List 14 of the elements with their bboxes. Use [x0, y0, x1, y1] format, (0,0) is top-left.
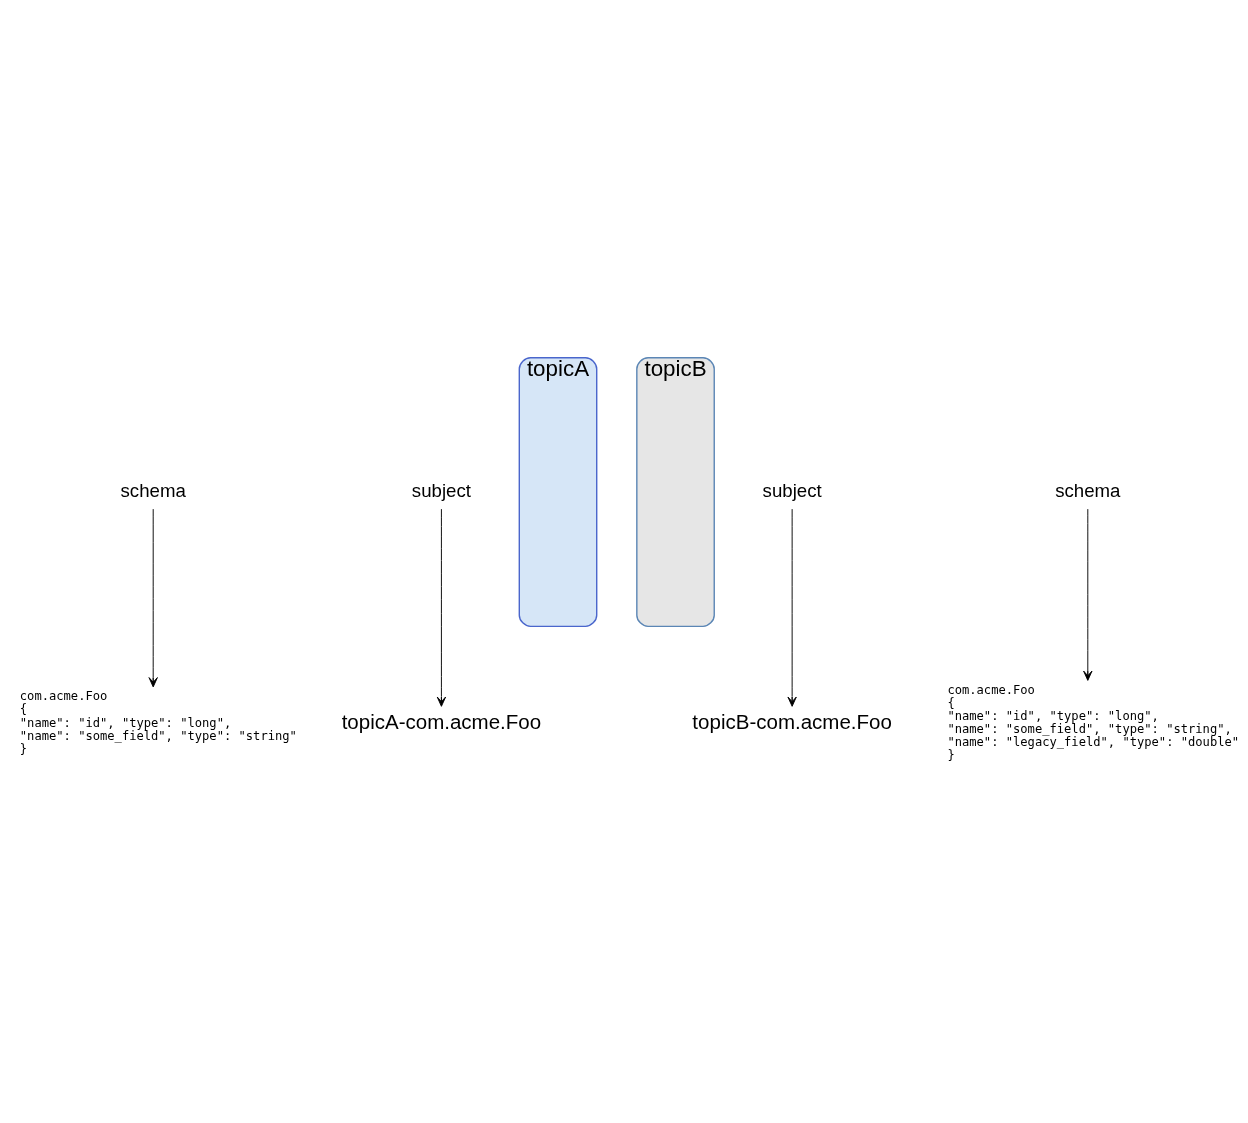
node-text: schema [120, 479, 186, 501]
node-text: topicA-com.acme.Foo [341, 709, 542, 733]
node-text: subject [762, 479, 822, 501]
arrow [148, 508, 158, 687]
arrow [1083, 508, 1093, 681]
arrow [436, 508, 447, 707]
node-text: schema [1055, 479, 1121, 501]
node-text: subject [411, 479, 471, 501]
node-text: com.acme.Foo { "name": "id", "type": "long", "name": "some_field", "type": "string", "name": "legacy_field", "type": "double" } [947, 682, 1240, 762]
node-box: topicB [636, 356, 715, 627]
node-text: topicB-com.acme.Foo [692, 709, 892, 733]
node-box: topicA [518, 356, 598, 627]
arrow [787, 508, 797, 707]
node-text: com.acme.Foo { "name": "id", "type": "long", "name": "some_field", "type": "string" } [19, 688, 297, 756]
